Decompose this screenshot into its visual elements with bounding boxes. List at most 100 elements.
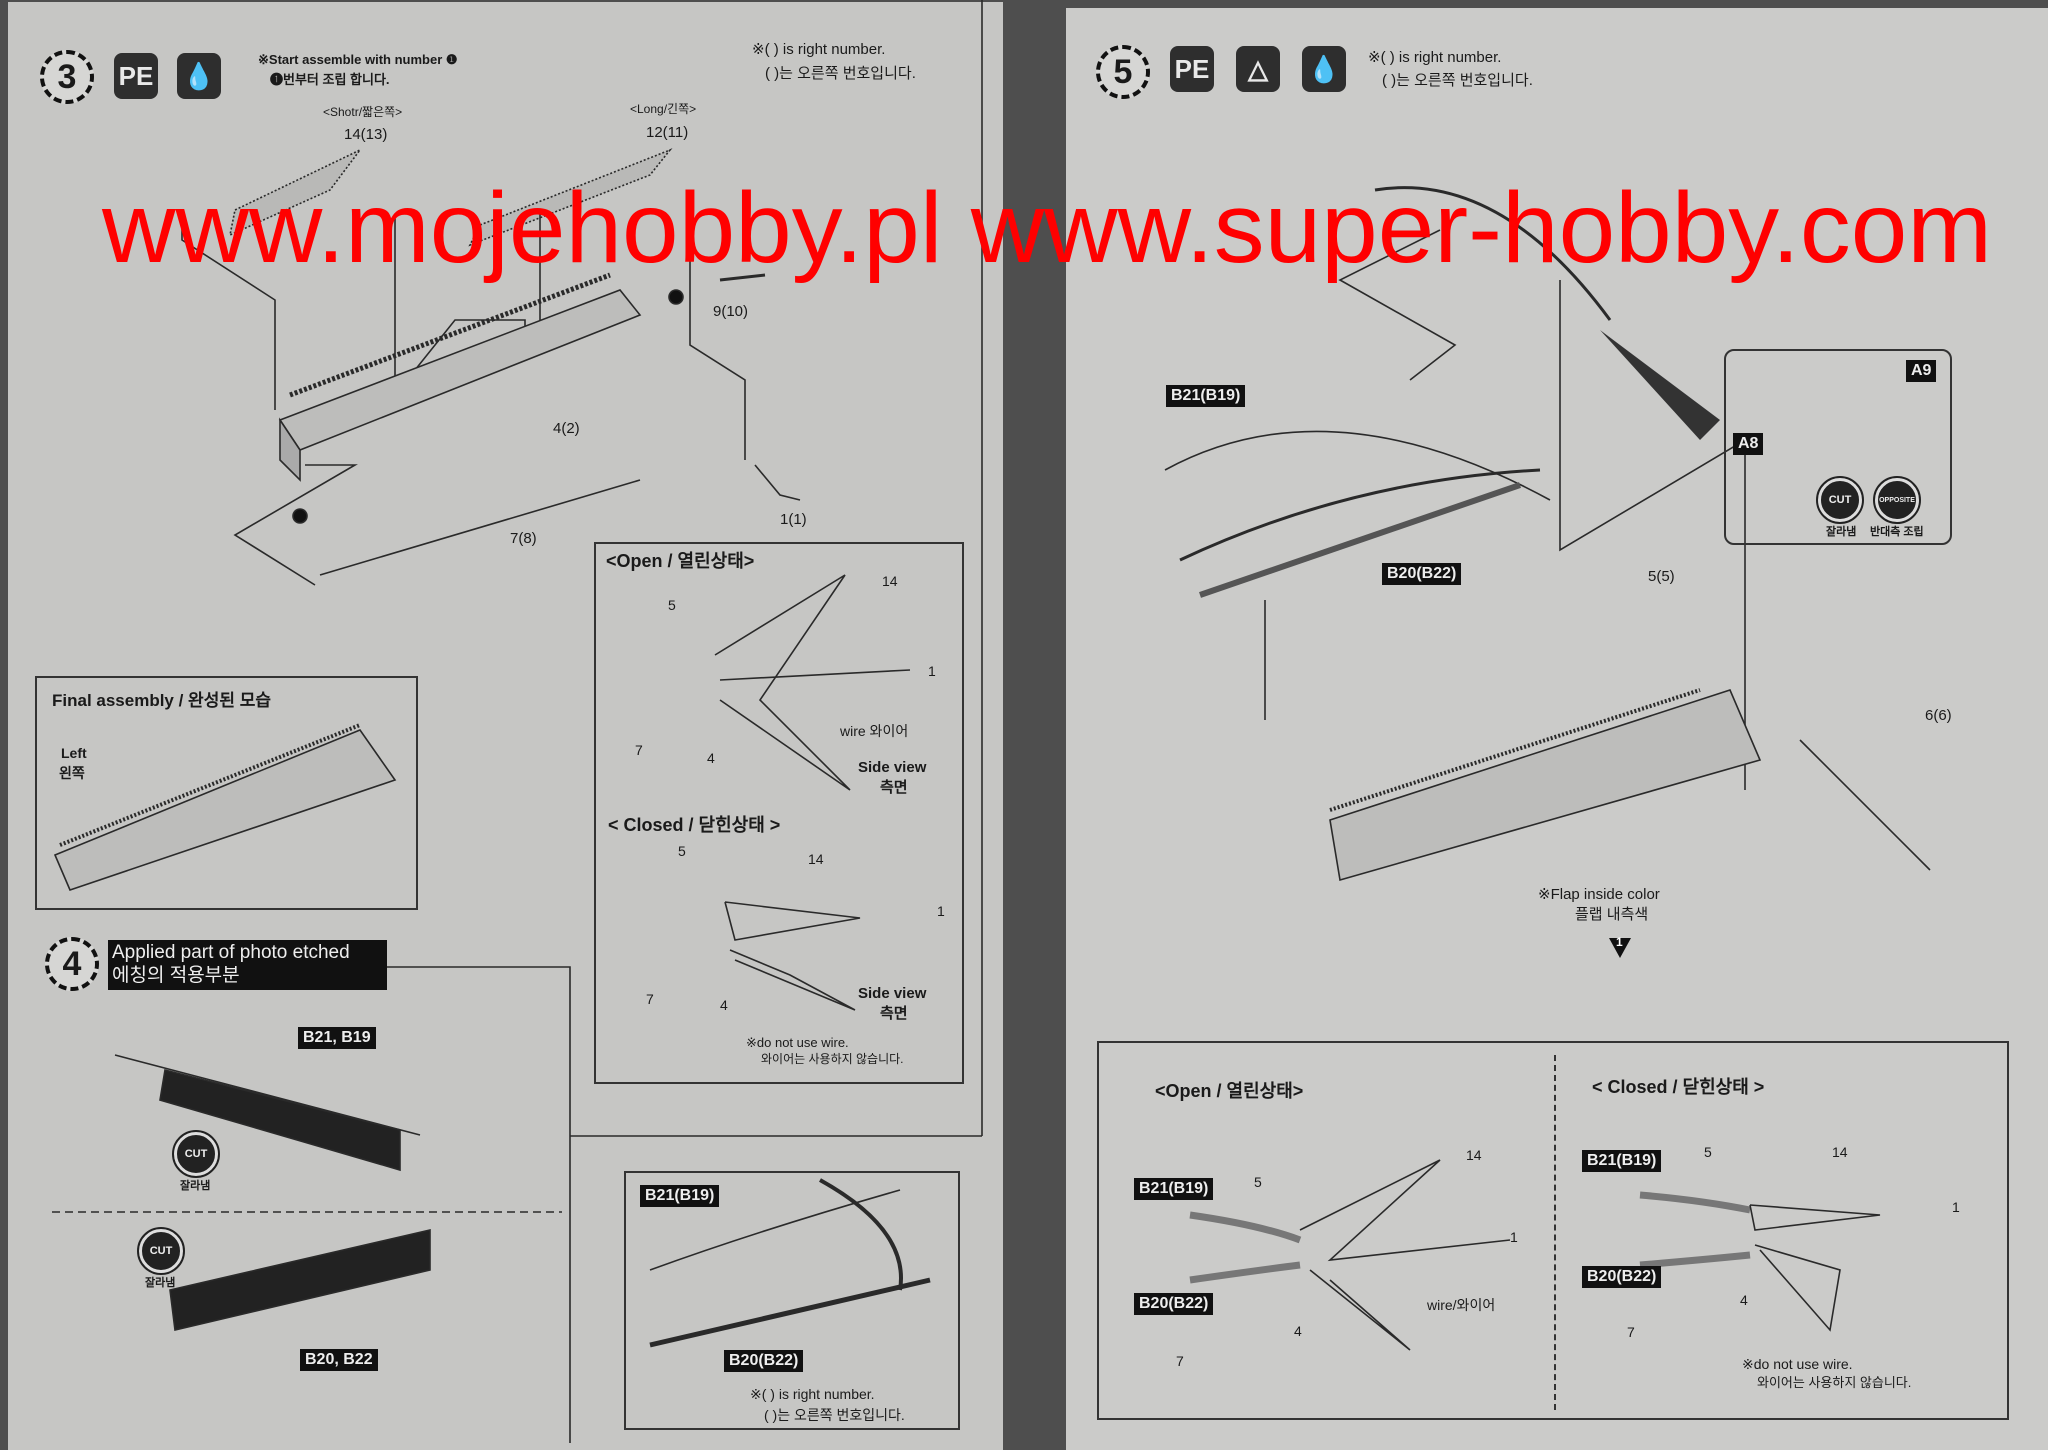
cut-label-ko: 잘라냄	[1826, 526, 1857, 538]
final-assembly-drawing	[53, 729, 397, 891]
right-number-note-ko: ( )는 오른쪽 번호입니다.	[1382, 72, 1533, 89]
callout: 14	[808, 851, 824, 867]
no-wire-en: ※do not use wire.	[1742, 1356, 1853, 1372]
right-page	[1066, 8, 2048, 1450]
callout: 14	[882, 573, 898, 589]
flap-marker-triangle	[1609, 938, 1631, 958]
part-label-b21-b19: B21(B19)	[1582, 1150, 1662, 1172]
callout: 4	[707, 750, 715, 766]
open-title: <Open / 열린상태>	[606, 551, 755, 571]
part-label-b21-b19: B21(B19)	[1166, 385, 1246, 407]
detail-wing	[649, 1189, 901, 1271]
part-label-b20-b22: B20(B22)	[1134, 1293, 1214, 1315]
callout: 1	[1510, 1229, 1518, 1245]
callout: 14	[1832, 1144, 1848, 1160]
open-closed-comparison-box	[1097, 1041, 2009, 1420]
step4-title-ko: 에칭의 적용부분	[112, 965, 240, 986]
no-wire-en: ※do not use wire.	[746, 1035, 849, 1050]
callout: 5	[668, 597, 676, 613]
pe-icon: PE	[1170, 46, 1214, 92]
flap-marker-number: 1	[1616, 935, 1623, 949]
callout: 1	[928, 663, 936, 679]
opposite-icon: OPPOSITE	[1873, 476, 1921, 524]
callout: 1	[937, 903, 945, 919]
no-wire-ko: 와이어는 사용하지 않습니다.	[761, 1052, 904, 1066]
cut-icon: CUT	[137, 1227, 185, 1275]
callout: 7	[635, 742, 643, 758]
part-label-a8: A8	[1733, 433, 1764, 455]
opposite-label-ko: 반대측 조립	[1870, 526, 1924, 538]
callout: 1	[1952, 1199, 1960, 1215]
closed-title: < Closed / 닫힌상태 >	[608, 815, 781, 835]
step3-diagram	[181, 148, 801, 586]
part-label: 1(1)	[780, 511, 807, 528]
pe-icon: PE	[114, 53, 158, 99]
cut-icon: CUT	[172, 1130, 220, 1178]
side-view-ko: 측면	[880, 1005, 908, 1022]
callout: 4	[1740, 1292, 1748, 1308]
part-label-a9: A9	[1906, 360, 1937, 382]
callout: wire 와이어	[840, 723, 909, 739]
no-wire-ko: 와이어는 사용하지 않습니다.	[1757, 1375, 1912, 1390]
right-number-note-en: ※( ) is right number.	[752, 41, 886, 58]
callout: 7	[646, 991, 654, 1007]
callout: 5	[678, 843, 686, 859]
closed-title: < Closed / 닫힌상태 >	[1592, 1077, 1765, 1097]
right-number-note-ko: ( )는 오른쪽 번호입니다.	[765, 65, 916, 82]
long-label: <Long/긴쪽>	[630, 102, 697, 116]
part-label: 5(5)	[1648, 568, 1675, 585]
step4-title-box	[108, 940, 387, 990]
open-closed-box	[594, 542, 964, 1084]
step-5-badge: 5	[1096, 45, 1150, 99]
step-3-badge: 3	[40, 50, 94, 104]
side-view-en: Side view	[858, 759, 927, 776]
part-label: 7(8)	[510, 530, 537, 547]
flap-color-note-ko: 플랩 내측색	[1575, 906, 1649, 923]
etched-part-bottom	[169, 1228, 431, 1331]
detail-inset-box	[1724, 349, 1952, 545]
part-label-b20-b22: B20(B22)	[1582, 1266, 1662, 1288]
long-part: 12(11)	[646, 124, 689, 141]
part-label-b20-b22: B20, B22	[300, 1349, 378, 1371]
callout: 14	[1466, 1147, 1482, 1163]
dashed-divider	[1554, 1055, 1556, 1410]
part-label: 9(10)	[713, 303, 749, 320]
part-label-b21-b19: B21(B19)	[640, 1185, 720, 1207]
part-label: 4(2)	[553, 420, 580, 437]
right-number-note-en: ※( ) is right number.	[1368, 49, 1502, 66]
cut-label-ko: 잘라냄	[180, 1180, 211, 1192]
side-view-ko: 측면	[880, 779, 908, 796]
right-number-note-en: ※( ) is right number.	[750, 1386, 875, 1402]
side-view-open-drawing	[714, 574, 911, 791]
left-label-en: Left	[61, 745, 87, 761]
flap-color-note-en: ※Flap inside color	[1538, 886, 1660, 903]
start-note-ko: ❶번부터 조립 합니다.	[270, 72, 390, 87]
open-title: <Open / 열린상태>	[1155, 1081, 1304, 1101]
left-label-ko: 왼쪽	[59, 765, 85, 781]
final-assembly-title: Final assembly / 완성된 모습	[52, 691, 271, 710]
part-label-b20-b22: B20(B22)	[724, 1350, 804, 1372]
part-label-b21-b19: B21, B19	[298, 1027, 376, 1049]
final-assembly-box	[35, 676, 418, 910]
part-label-b21-b19: B21(B19)	[1134, 1178, 1214, 1200]
part-label: 6(6)	[1925, 707, 1952, 724]
cut-label-ko: 잘라냄	[145, 1277, 176, 1289]
callout: 5	[1254, 1174, 1262, 1190]
step4-detail-box	[624, 1171, 960, 1430]
step4-title-en: Applied part of photo etched	[112, 942, 350, 963]
callout: 5	[1704, 1144, 1712, 1160]
side-view-en: Side view	[858, 985, 927, 1002]
callout: 7	[1176, 1353, 1184, 1369]
side-view-closed-drawing	[724, 901, 861, 1011]
callout: 4	[1294, 1323, 1302, 1339]
bottom-right-closed-drawing	[1639, 1191, 1881, 1332]
step4-frame-line	[387, 966, 571, 1443]
bottom-right-open-drawing	[1189, 1159, 1511, 1351]
cut-icon: CUT	[1816, 476, 1864, 524]
start-note-en: ※Start assemble with number ❶	[258, 52, 458, 67]
right-number-note-ko: ( )는 오른쪽 번호입니다.	[764, 1407, 905, 1423]
step5-diagram	[1164, 186, 1931, 882]
short-part: 14(13)	[344, 126, 388, 143]
paint-drop-icon: 💧	[177, 53, 221, 99]
short-label: <Shotr/짧은쪽>	[323, 105, 403, 119]
